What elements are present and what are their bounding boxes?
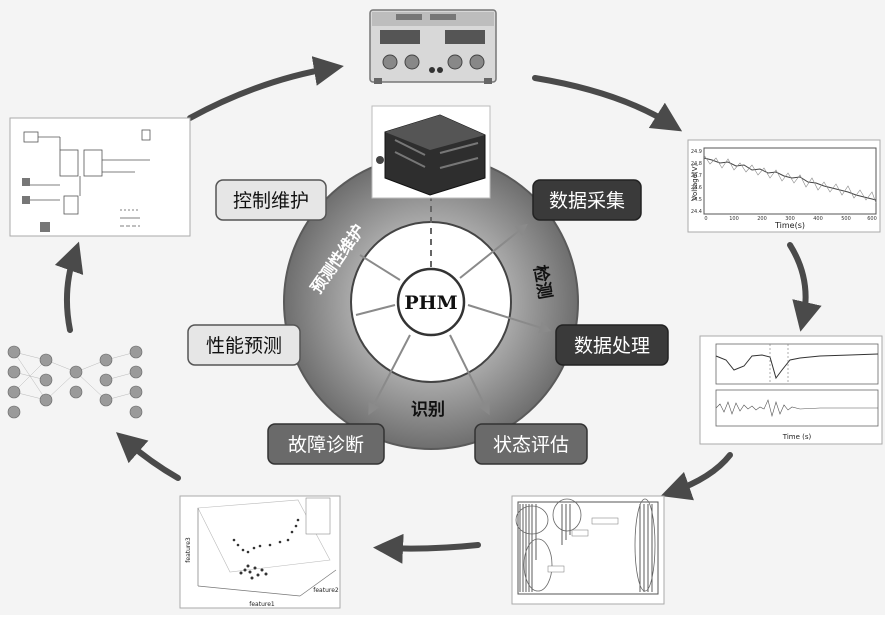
signal-plot-xlabel: Time (s) [782,433,812,441]
arrow-bottom [373,533,481,564]
arrow-left-upper [54,241,84,333]
voltage-xtick: 0 [704,216,707,222]
box-state-assessment[interactable]: 状态评估 [474,423,588,465]
voltage-ytick: 24.7 [691,173,702,179]
cycle-arrows [54,56,822,564]
box-control-maintenance[interactable]: 控制维护 [215,179,327,221]
arrow-right-lower [660,452,733,501]
neural-network-image [7,345,143,419]
voltage-xtick: 200 [757,216,767,222]
box-data-processing[interactable]: 数据处理 [555,324,669,366]
box-state-assessment-label: 状态评估 [493,434,569,456]
center-label: PHM [404,292,457,314]
spoke-processing [467,304,552,334]
voltage-xtick: 600 [867,216,877,222]
box-data-collection-label: 数据采集 [549,190,625,212]
voltage-xtick: 300 [785,216,795,222]
voltage-ytick: 24.9 [691,149,702,155]
spoke-diagnosis [368,334,411,416]
voltage-ytick: 24.6 [691,185,702,191]
fuel-cell-stack-image [371,105,491,199]
spoke-assessment [449,334,490,416]
arrow-top-right [532,75,683,132]
voltage-ytick: 24.8 [691,161,702,167]
voltage-xtick: 100 [729,216,739,222]
voltage-ytick: 24.4 [691,209,702,215]
box-performance-prediction[interactable]: 性能预测 [187,324,301,366]
system-schematic-image [9,117,191,237]
arrow-left-lower [115,432,181,481]
box-data-collection[interactable]: 数据采集 [532,179,642,221]
box-performance-prediction-label: 性能预测 [206,335,282,357]
ring-label-identify: 识别 [411,400,445,420]
arrow-top-left [187,56,344,121]
spoke-collection [459,223,528,279]
scatter-ylabel: feature3 [185,537,192,563]
scatter-3d-plot: feature1 feature3 feature2 [179,495,341,609]
box-data-processing-label: 数据处理 [574,335,650,357]
box-fault-diagnosis-label: 故障诊断 [288,434,364,456]
voltage-ytick: 24.5 [691,197,702,203]
phm-wheel: PHM 检测 识别 预测性维护 [283,154,579,450]
spectrum-plot [511,495,665,605]
voltage-plot-ylabel: Voltage(V) [691,163,699,200]
voltage-plot-xlabel: Time(s) [774,221,805,230]
box-fault-diagnosis[interactable]: 故障诊断 [267,423,385,465]
voltage-xtick: 500 [841,216,851,222]
power-supply-image [369,9,497,84]
arrow-right-upper [787,242,822,332]
signal-plot: Time (s) [699,335,883,445]
box-control-maintenance-label: 控制维护 [233,190,309,212]
center-hub [396,267,466,337]
scatter-zlabel: feature2 [313,587,339,594]
voltage-xtick: 400 [813,216,823,222]
voltage-plot: Voltage(V) Time(s) 24.9 24.8 24.7 24.6 2… [687,139,881,233]
scatter-xlabel: feature1 [249,601,275,608]
